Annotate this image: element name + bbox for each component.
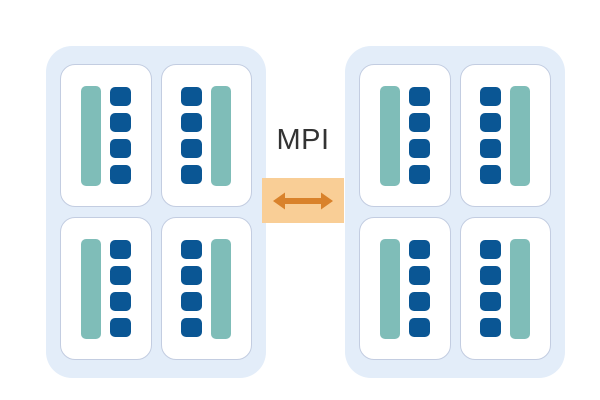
core-unit	[181, 240, 203, 259]
core-column	[408, 87, 430, 184]
core-unit	[480, 165, 502, 184]
core-unit	[408, 240, 430, 259]
core-unit	[181, 292, 203, 311]
core-column	[181, 240, 203, 337]
core-unit	[408, 139, 430, 158]
socket-card	[60, 217, 152, 360]
core-unit	[109, 318, 131, 337]
core-column	[408, 240, 430, 337]
core-unit	[480, 240, 502, 259]
node-panel-right	[345, 46, 565, 378]
memory-bar	[80, 238, 101, 339]
core-column	[480, 240, 502, 337]
memory-bar	[211, 238, 232, 339]
socket-card	[160, 217, 252, 360]
core-unit	[480, 318, 502, 337]
core-unit	[408, 165, 430, 184]
core-unit	[181, 165, 203, 184]
core-unit	[408, 266, 430, 285]
core-unit	[480, 266, 502, 285]
core-unit	[109, 240, 131, 259]
interconnect-band	[262, 178, 344, 223]
core-column	[480, 87, 502, 184]
memory-bar	[510, 85, 531, 186]
core-unit	[181, 266, 203, 285]
core-unit	[480, 113, 502, 132]
socket-card	[459, 217, 551, 360]
core-unit	[480, 87, 502, 106]
core-unit	[109, 266, 131, 285]
memory-bar	[80, 85, 101, 186]
memory-bar	[211, 85, 232, 186]
socket-card	[459, 64, 551, 207]
socket-card	[359, 217, 451, 360]
socket-card	[160, 64, 252, 207]
core-unit	[109, 87, 131, 106]
core-unit	[408, 292, 430, 311]
socket-card	[60, 64, 152, 207]
core-unit	[408, 87, 430, 106]
mpi-label: MPI	[276, 124, 330, 156]
socket-card	[359, 64, 451, 207]
core-unit	[109, 139, 131, 158]
core-unit	[109, 113, 131, 132]
core-unit	[408, 113, 430, 132]
node-panel-left	[46, 46, 266, 378]
memory-bar	[379, 238, 400, 339]
core-column	[109, 240, 131, 337]
core-unit	[181, 318, 203, 337]
core-unit	[480, 292, 502, 311]
core-unit	[408, 318, 430, 337]
core-unit	[181, 139, 203, 158]
interconnect-group: MPI	[262, 126, 344, 224]
core-column	[109, 87, 131, 184]
double-headed-arrow-icon	[273, 192, 333, 209]
core-unit	[109, 165, 131, 184]
core-unit	[109, 292, 131, 311]
core-column	[181, 87, 203, 184]
core-unit	[181, 113, 203, 132]
memory-bar	[510, 238, 531, 339]
core-unit	[181, 87, 203, 106]
memory-bar	[379, 85, 400, 186]
core-unit	[480, 139, 502, 158]
